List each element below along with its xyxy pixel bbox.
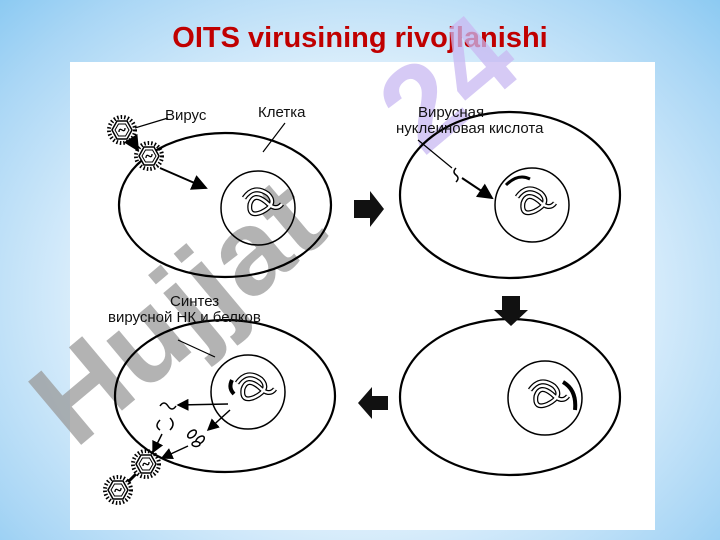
arrow-left-icon xyxy=(358,387,388,419)
virus-icon xyxy=(131,449,161,479)
virus-icon xyxy=(107,115,137,145)
label-synthesis-1: Синтез xyxy=(170,293,219,310)
stage-1-cell: Вирус Клетка xyxy=(107,104,333,279)
arrow-down-icon xyxy=(494,296,528,326)
stage-4-cell: Синтез вирусной НК и белков xyxy=(103,293,337,505)
watermark-number: 24 xyxy=(354,0,543,177)
label-cell: Клетка xyxy=(258,104,306,121)
label-viral-na-2: нуклеиновая кислота xyxy=(396,120,544,137)
virus-icon xyxy=(134,141,164,171)
arrow-right-icon xyxy=(354,191,384,227)
watermark: Hujjat 24 xyxy=(6,0,543,470)
stage-2-cell: Вирусная нуклеиновая кислота xyxy=(396,104,622,280)
stage-3-cell xyxy=(398,317,622,477)
slide-title: OITS virusining rivojlanishi xyxy=(172,22,548,54)
label-synthesis-2: вирусной НК и белков xyxy=(108,309,261,326)
label-viral-na-1: Вирусная xyxy=(418,104,484,121)
label-virus: Вирус xyxy=(165,107,207,124)
